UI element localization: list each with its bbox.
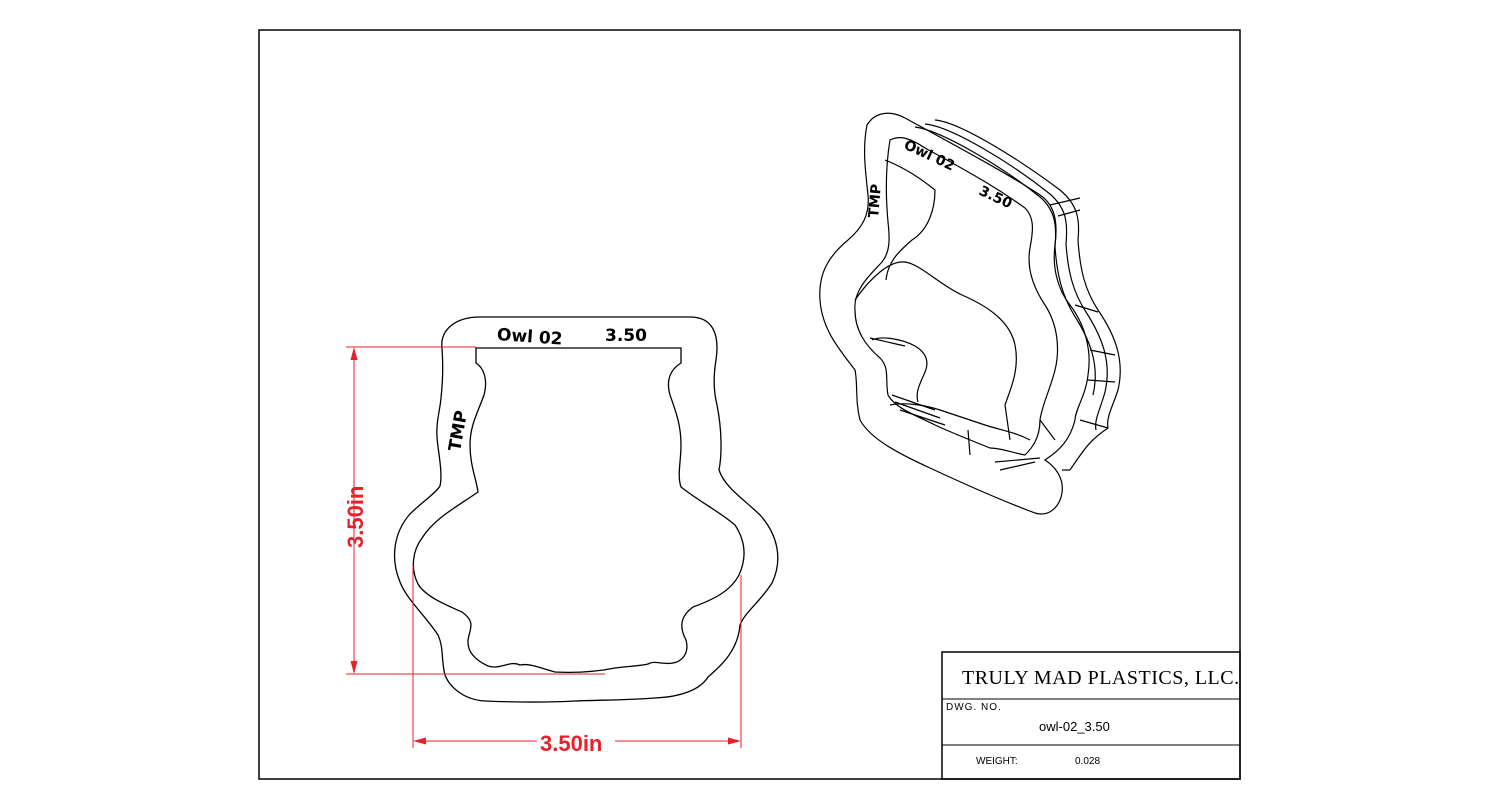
iso-wall-edge-3 bbox=[894, 401, 941, 419]
width-arrow-left bbox=[413, 737, 426, 745]
iso-wall-edge-4 bbox=[899, 409, 946, 426]
iso-outer-outline bbox=[819, 112, 1090, 515]
cutter-inner-outline bbox=[412, 347, 745, 674]
iso-edge-a bbox=[1049, 197, 1081, 206]
company-name: TRULY MAD PLASTICS, LLC. bbox=[962, 667, 1240, 689]
iso-wall-edge-7 bbox=[967, 429, 971, 456]
iso-wall-edge-5 bbox=[994, 457, 1041, 463]
iso-cutter-name-label: Owl 02 bbox=[901, 137, 957, 174]
height-dimension-label: 3.50in bbox=[343, 486, 368, 548]
width-dimension-label: 3.50in bbox=[540, 731, 602, 756]
sheet-border bbox=[258, 29, 1241, 780]
iso-edge-e bbox=[1087, 379, 1116, 383]
iso-wall-edge-8 bbox=[1004, 404, 1011, 441]
iso-depth-layer-2 bbox=[924, 123, 1108, 431]
iso-inner-wall bbox=[854, 159, 1031, 441]
cutter-brand-label: TMP bbox=[445, 409, 472, 453]
iso-edge-b bbox=[1057, 209, 1081, 217]
cutter-size-label: 3.50 bbox=[605, 326, 647, 346]
dimension-lines bbox=[346, 346, 742, 748]
iso-cutter-brand-label: TMP bbox=[866, 183, 885, 218]
width-arrow-right bbox=[728, 737, 741, 745]
iso-edge-d bbox=[1089, 349, 1116, 356]
iso-wall-edge-6 bbox=[999, 461, 1036, 471]
iso-wall-edge-9 bbox=[1039, 419, 1056, 441]
dwg-no-value: owl-02_3.50 bbox=[1039, 719, 1110, 734]
width-label-backdrop bbox=[537, 731, 615, 753]
isometric-view: Owl 02 3.50 TMP bbox=[819, 112, 1121, 515]
height-arrow-bottom bbox=[350, 661, 358, 674]
iso-depth-layer-3 bbox=[934, 119, 1121, 471]
iso-wall-edge-1 bbox=[869, 337, 906, 347]
iso-wall-edge-2 bbox=[891, 394, 936, 411]
iso-edge-f bbox=[1079, 419, 1109, 429]
title-block-frame bbox=[941, 651, 1241, 780]
weight-label: WEIGHT: bbox=[976, 756, 1018, 767]
iso-inner-outline bbox=[854, 137, 1059, 456]
cutter-outer-outline bbox=[393, 316, 779, 703]
cutter-name-label: Owl 02 bbox=[496, 325, 563, 350]
dwg-no-label: DWG. NO. bbox=[946, 702, 1002, 713]
iso-edge-c bbox=[1074, 304, 1099, 313]
front-view: Owl 02 3.50 TMP bbox=[393, 316, 779, 703]
title-block bbox=[941, 651, 1241, 780]
weight-value: 0.028 bbox=[1075, 756, 1100, 767]
height-arrow-top bbox=[350, 347, 358, 360]
